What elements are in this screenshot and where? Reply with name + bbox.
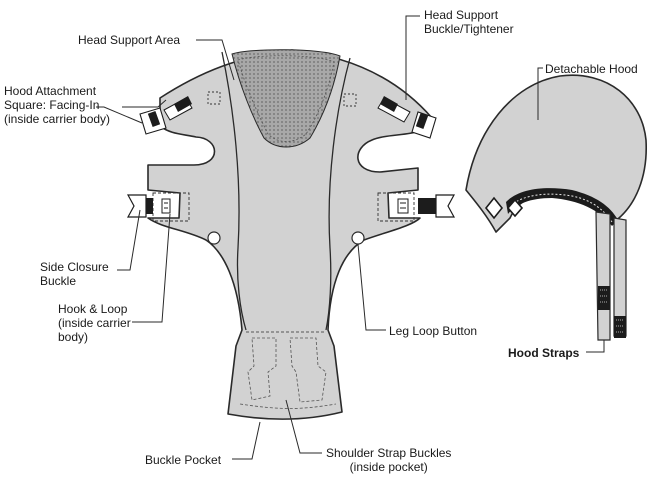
shoulder-strap-buckle-left: [247, 337, 277, 401]
hood-strap-fastener-right: [614, 316, 626, 338]
label-head-support-buckle: Head Support Buckle/Tightener: [424, 8, 514, 36]
label-hood-straps: Hood Straps: [508, 346, 580, 360]
side-closure-buckle-left: [126, 194, 171, 218]
label-hood-attachment-square: Hood Attachment Square: Facing-In (insid…: [4, 84, 111, 126]
mesh-stitching: [237, 55, 335, 142]
hood-attachment-square-right: [343, 93, 357, 107]
head-support-buckle-left: [139, 96, 193, 135]
leg-loop-button-right: [351, 231, 365, 245]
head-support-buckle-right: [377, 96, 437, 139]
left-panel-seam: [221, 51, 247, 331]
hook-loop-left: [152, 192, 190, 222]
label-detachable-hood: Detachable Hood: [545, 62, 638, 76]
label-hook-and-loop: Hook & Loop (inside carrier body): [58, 302, 131, 344]
label-shoulder-strap-buckles: Shoulder Strap Buckles (inside pocket): [326, 446, 452, 474]
hood-attachment-diamond-2: [506, 198, 524, 218]
carrier-body: [147, 49, 433, 420]
hood-rim: [506, 188, 618, 226]
label-side-closure-buckle: Side Closure Buckle: [40, 260, 109, 288]
hood-attachment-square-left: [207, 91, 221, 105]
hook-loop-right: [377, 192, 415, 222]
leader-lines: [96, 15, 605, 460]
detachable-hood: [465, 74, 647, 233]
label-head-support-area: Head Support Area: [78, 33, 181, 47]
label-buckle-pocket: Buckle Pocket: [145, 453, 222, 467]
side-closure-buckle-right: [397, 194, 456, 218]
pocket-inner-seam: [239, 403, 337, 409]
right-panel-seam: [325, 57, 351, 331]
shoulder-strap-buckle-right: [289, 337, 327, 403]
leg-loop-button-left: [207, 231, 221, 245]
hood-rim-stitch: [509, 193, 613, 223]
label-leg-loop-button: Leg Loop Button: [389, 324, 478, 338]
hood-strap-left: [595, 211, 611, 341]
hood-attachment-diamond-1: [484, 196, 504, 220]
hood-strap-fastener-left: [598, 286, 610, 310]
